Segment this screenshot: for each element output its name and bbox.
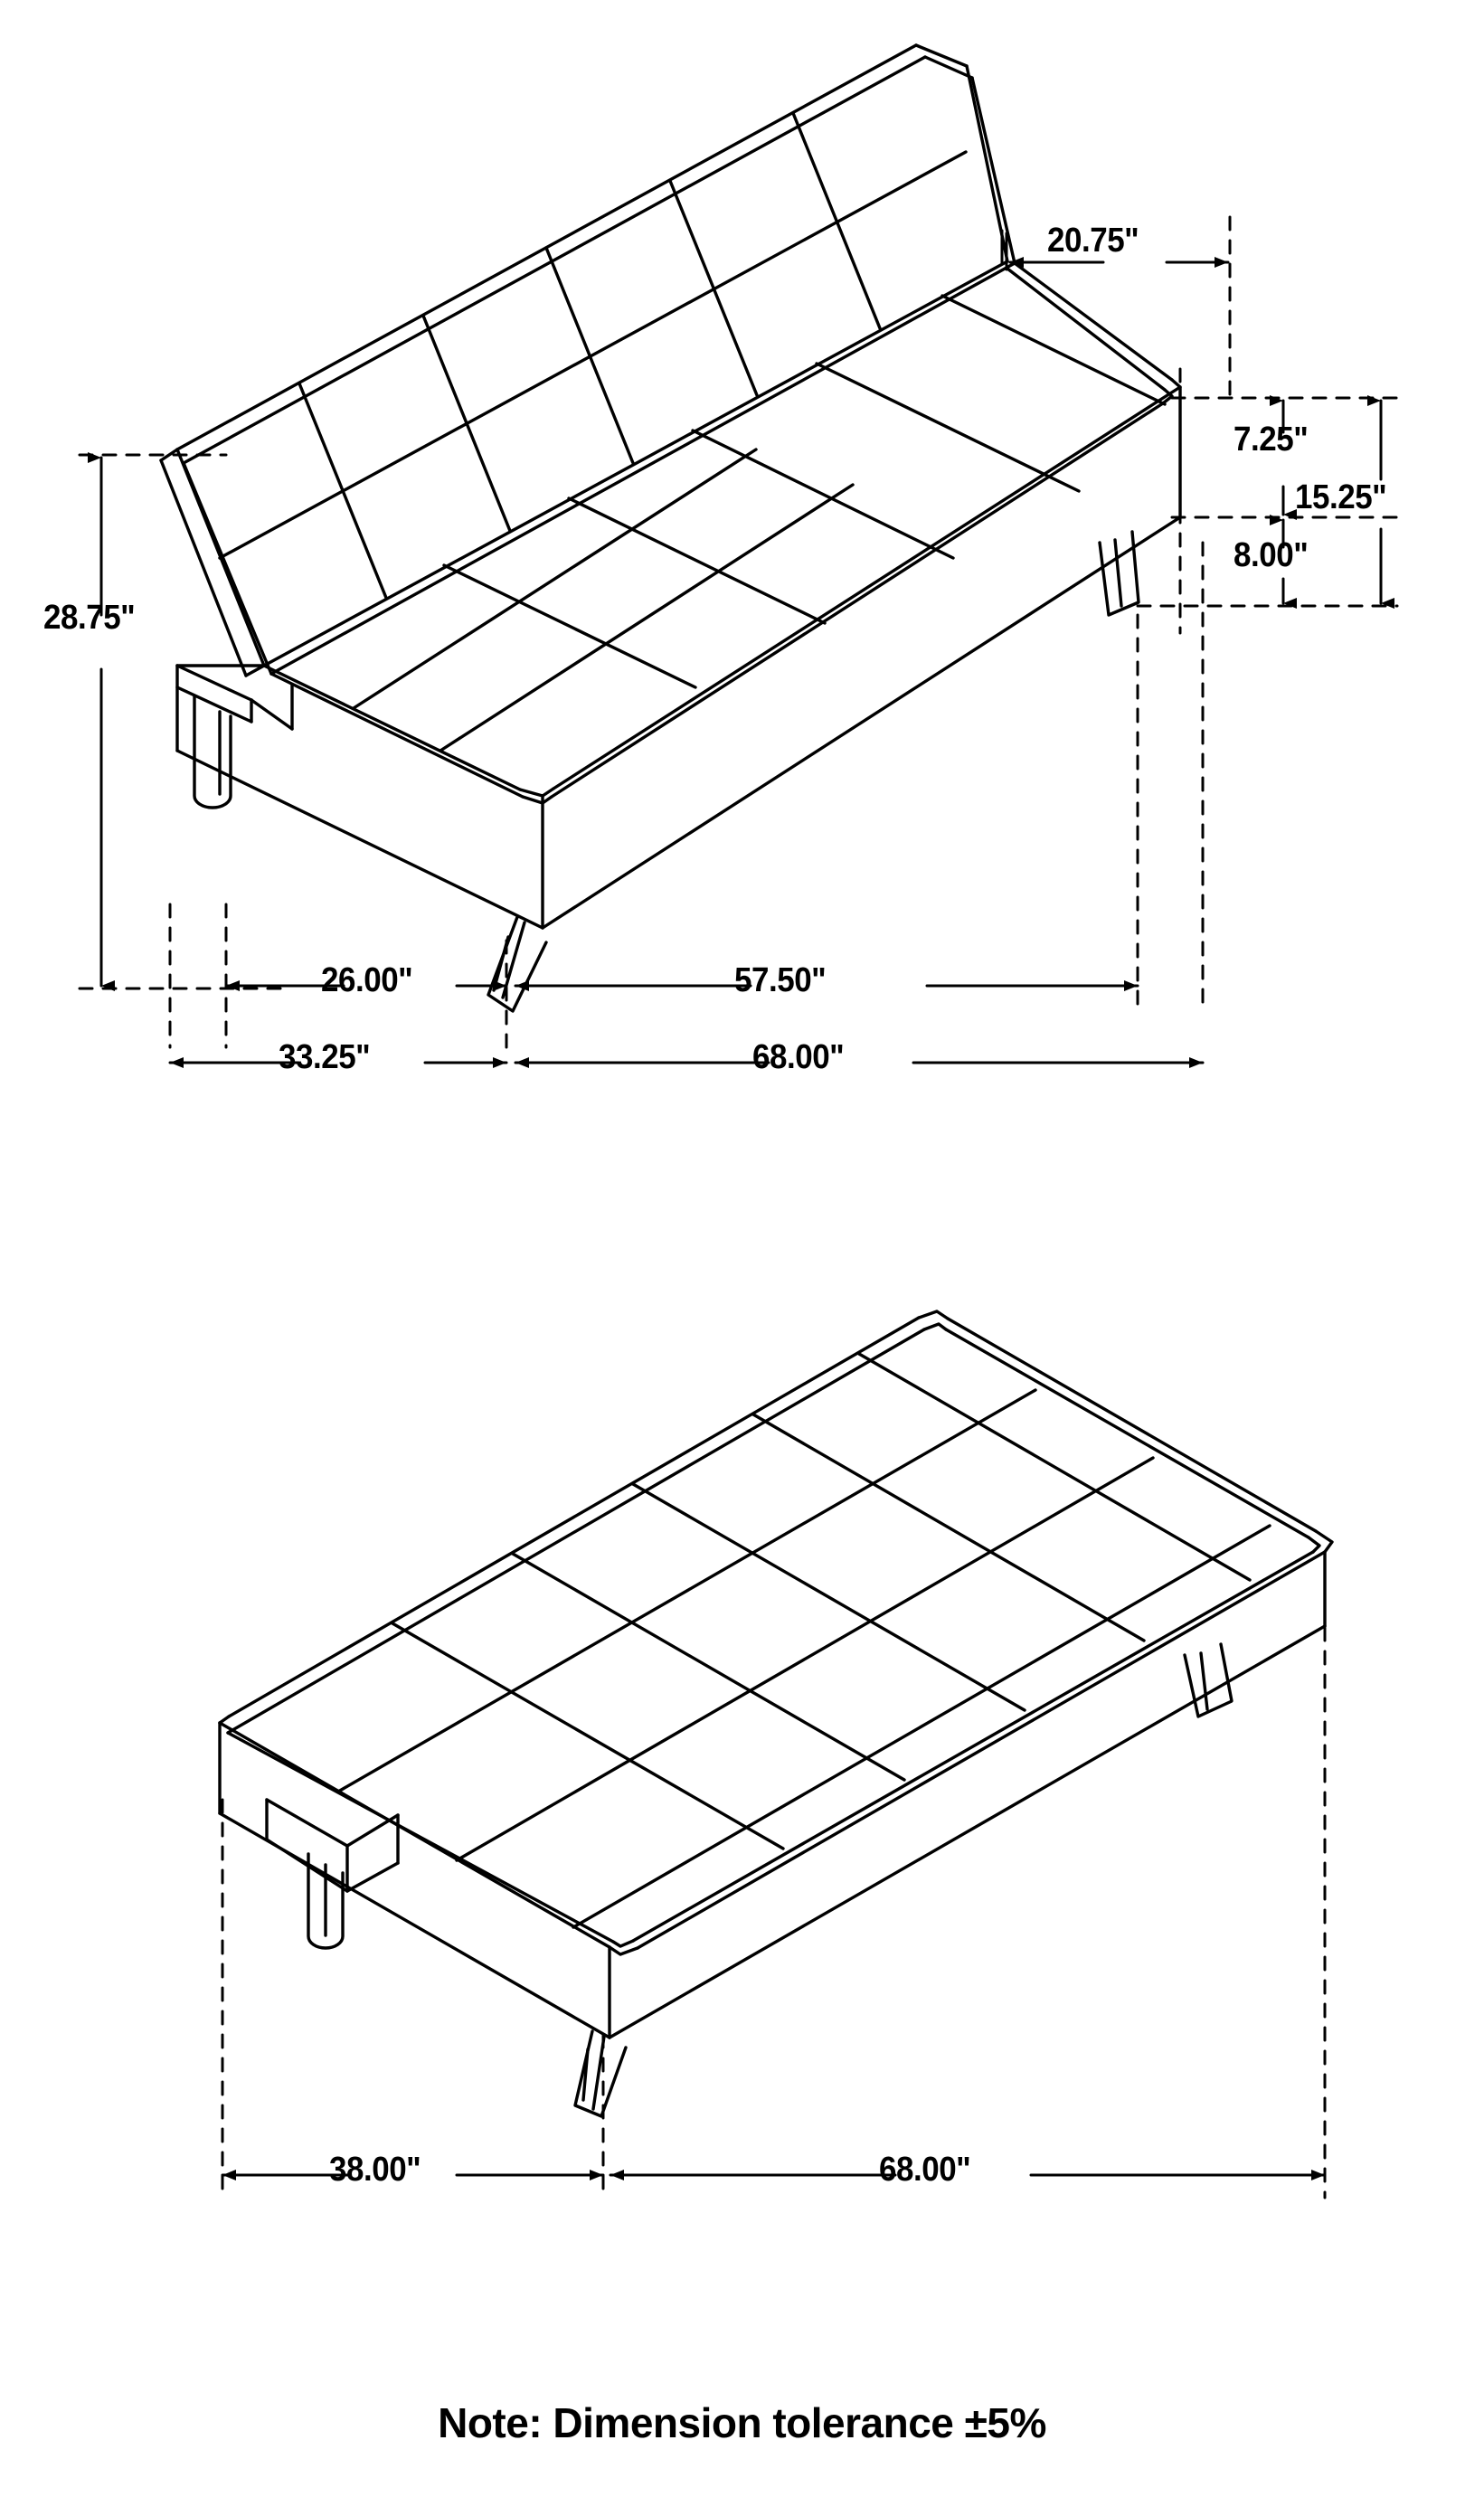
tolerance-note: Note: Dimension tolerance ±5% (438, 2399, 1046, 2446)
dim-label-seat-depth: 26.00" (321, 961, 413, 999)
bed-flat-dimension-lines (221, 1626, 1327, 2199)
view1-witness-lines (168, 541, 1205, 1049)
dim-20.75 (1000, 215, 1232, 400)
dim-label-bed-depth: 38.00" (329, 2151, 421, 2189)
bed-flat-illustration (218, 1310, 1334, 2118)
dim-label-seat-back-height: 7.25" (1234, 421, 1309, 459)
dim-28.75 (78, 452, 291, 991)
view2-witness-lines (221, 1626, 1327, 2199)
dim-label-leg-height: 8.00" (1234, 536, 1309, 574)
dim-label-overall-width: 68.00" (752, 1038, 845, 1076)
dim-label-seat-overall-height: 15.25" (1295, 478, 1387, 516)
dim-label-seat-width: 57.50" (734, 961, 827, 999)
sofa-upright-dimension-lines (78, 215, 1399, 1068)
dim-right-stack (1136, 367, 1399, 635)
dim-label-backrest-depth: 20.75" (1047, 222, 1139, 260)
dim-label-bed-width: 68.00" (879, 2151, 971, 2189)
sofa-upright-illustration (159, 43, 1182, 1013)
dim-label-overall-height: 28.75" (43, 599, 136, 637)
dim-label-overall-depth: 33.25" (279, 1038, 371, 1076)
